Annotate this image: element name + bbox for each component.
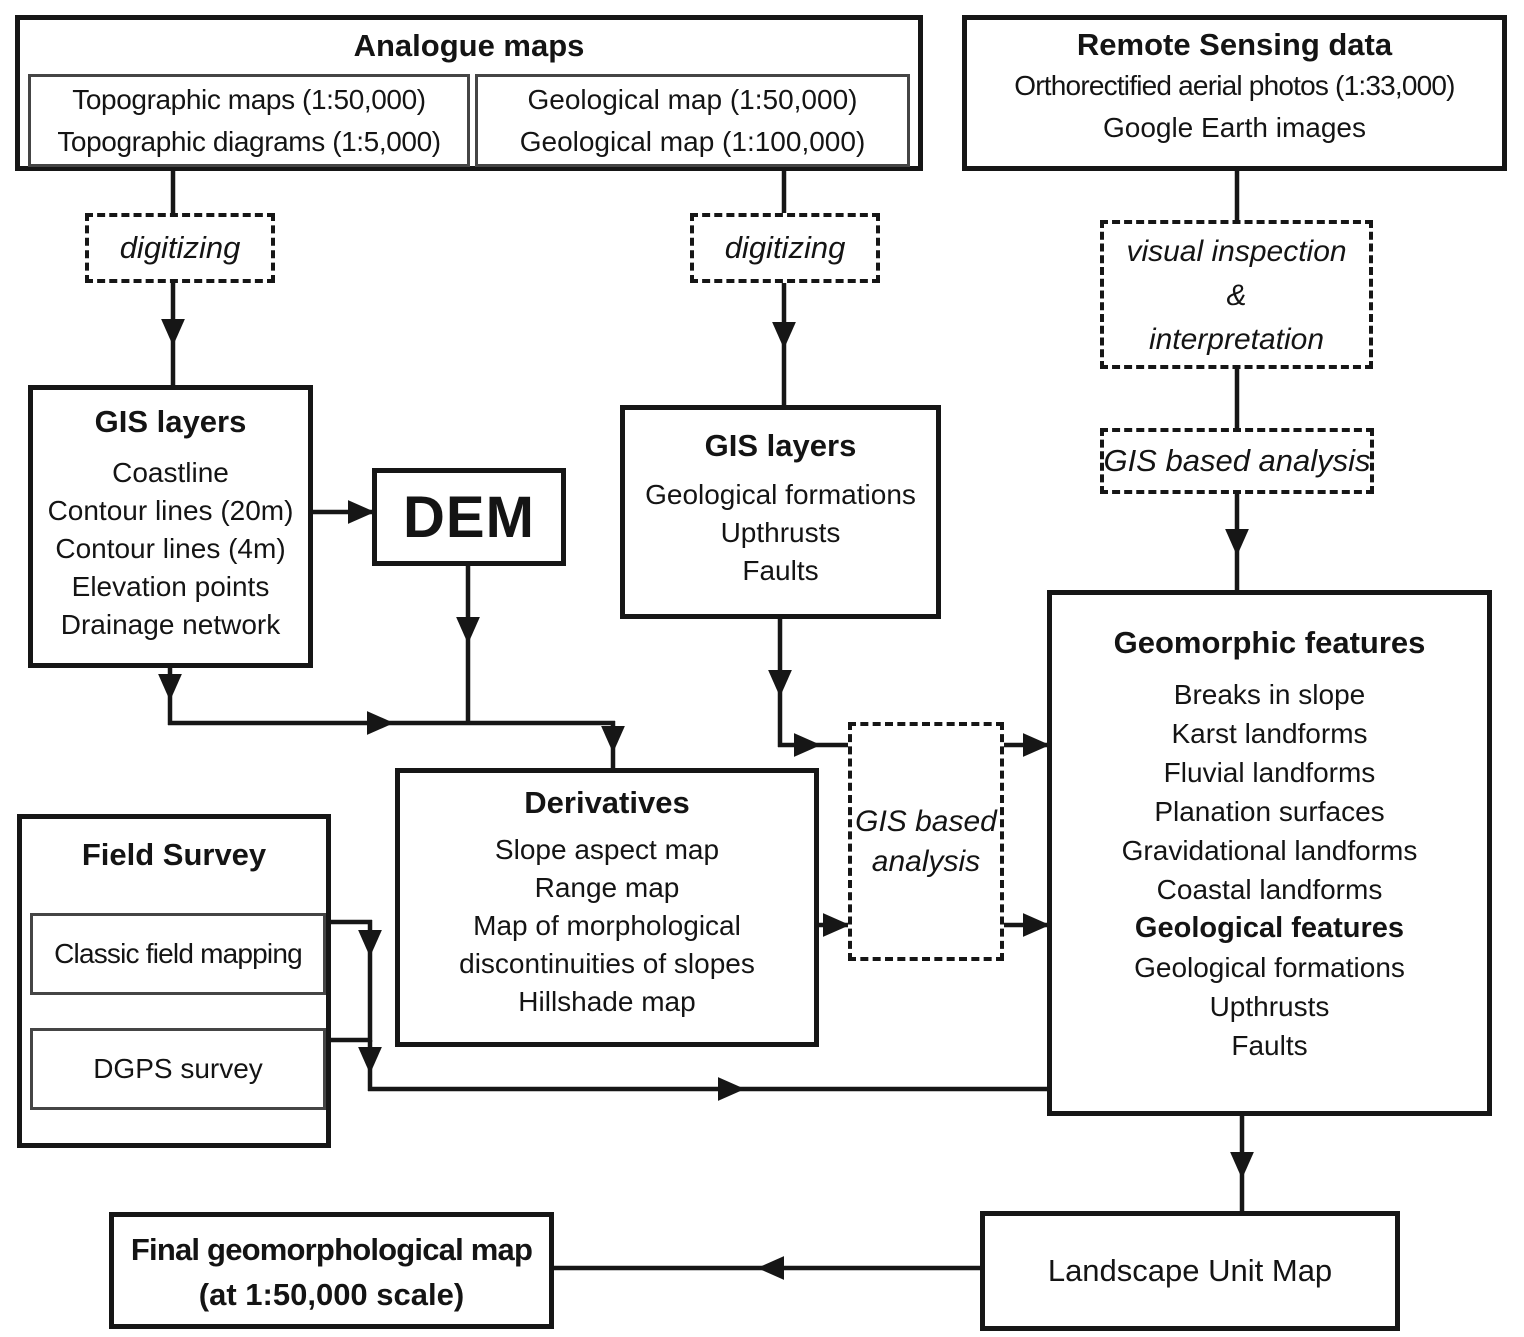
visual-inspection-line2: & [1226, 279, 1247, 312]
dem-label: DEM [403, 484, 535, 550]
geological-maps-subbox: Geological map (1:50,000) Geological map… [475, 74, 910, 167]
classic-field-mapping-label: Classic field mapping [54, 938, 303, 969]
feature-karst-landforms: Karst landforms [1171, 718, 1368, 749]
dgps-survey-subbox: DGPS survey [30, 1028, 326, 1110]
analogue-maps-title: Analogue maps [353, 28, 585, 63]
layer-geological-formations: Geological formations [645, 479, 916, 510]
geological-map-100k-line: Geological map (1:100,000) [519, 126, 866, 157]
analogue-maps-box: Analogue maps Topographic maps (1:50,000… [15, 15, 923, 171]
digitizing-right-box: digitizing [690, 213, 880, 283]
landscape-unit-map-label: Landscape Unit Map [1047, 1253, 1333, 1288]
gis-based-analysis-right-box: GIS based analysis [1100, 428, 1374, 494]
geological-map-50k-line: Geological map (1:50,000) [527, 84, 858, 115]
feature-planation-surfaces: Planation surfaces [1154, 796, 1385, 827]
aerial-photos-line: Orthorectified aerial photos (1:33,000) [1014, 70, 1455, 101]
digitizing-right-label: digitizing [724, 230, 846, 265]
geological-features-subtitle: Geological features [1134, 912, 1405, 944]
layer-coastline: Coastline [112, 457, 229, 488]
digitizing-left-box: digitizing [85, 213, 275, 283]
feature-gravidational-landforms: Gravidational landforms [1121, 835, 1418, 866]
geomorphic-features-box: Geomorphic features Breaks in slope Kars… [1047, 590, 1492, 1116]
derivative-hillshade: Hillshade map [518, 986, 696, 1017]
gis-layers-middle-box: GIS layers Geological formations Upthrus… [620, 405, 941, 619]
feature-geological-formations: Geological formations [1134, 952, 1405, 983]
layer-faults: Faults [742, 555, 819, 586]
topographic-maps-subbox: Topographic maps (1:50,000) Topographic … [28, 74, 470, 167]
layer-upthrusts: Upthrusts [720, 517, 841, 548]
gis-layers-middle-title: GIS layers [704, 428, 857, 463]
feature-coastal-landforms: Coastal landforms [1156, 874, 1383, 905]
final-map-line2: (at 1:50,000 scale) [198, 1277, 465, 1312]
visual-inspection-line3: interpretation [1148, 323, 1325, 356]
final-map-line1: Final geomorphological map [130, 1232, 533, 1267]
visual-inspection-line1: visual inspection [1126, 235, 1347, 268]
dem-box: DEM [372, 468, 566, 566]
landscape-unit-map-box: Landscape Unit Map [980, 1211, 1400, 1331]
derivative-slope-aspect: Slope aspect map [494, 834, 720, 865]
feature-upthrusts: Upthrusts [1209, 991, 1330, 1022]
connector-gislayers-to-derivatives [158, 665, 625, 772]
topographic-maps-line: Topographic maps (1:50,000) [72, 84, 426, 115]
feature-breaks-in-slope: Breaks in slope [1173, 679, 1366, 710]
classic-field-mapping-subbox: Classic field mapping [30, 913, 326, 995]
gis-layers-left-title: GIS layers [94, 404, 247, 439]
gis-based-analysis-right-label: GIS based analysis [1103, 443, 1371, 478]
remote-sensing-box: Remote Sensing data Orthorectified aeria… [962, 15, 1507, 171]
gis-based-analysis-middle-box: GIS based analysis [848, 722, 1004, 961]
feature-faults: Faults [1231, 1030, 1308, 1061]
field-survey-box: Field Survey Classic field mapping DGPS … [17, 814, 331, 1148]
layer-contour-4m: Contour lines (4m) [55, 533, 286, 564]
gis-layers-left-box: GIS layers Coastline Contour lines (20m)… [28, 385, 313, 668]
topographic-diagrams-line: Topographic diagrams (1:5,000) [57, 126, 441, 157]
visual-inspection-box: visual inspection & interpretation [1100, 220, 1373, 369]
layer-contour-20m: Contour lines (20m) [47, 495, 294, 526]
gis-based-analysis-middle-label: GIS based analysis [855, 804, 997, 878]
derivative-morphological-discontinuities: Map of morphological discontinuities of … [459, 910, 755, 979]
derivatives-title: Derivatives [524, 785, 690, 820]
feature-fluvial-landforms: Fluvial landforms [1163, 757, 1376, 788]
dgps-survey-label: DGPS survey [93, 1053, 263, 1084]
derivatives-box: Derivatives Slope aspect map Range map M… [395, 768, 819, 1047]
layer-elevation-points: Elevation points [71, 571, 270, 602]
layer-drainage-network: Drainage network [60, 609, 281, 640]
digitizing-left-label: digitizing [119, 230, 241, 265]
connector-gismiddle-to-geomorphic [768, 616, 1050, 757]
derivative-range-map: Range map [534, 872, 680, 903]
google-earth-line: Google Earth images [1102, 112, 1367, 143]
geomorphic-features-title: Geomorphic features [1113, 625, 1426, 660]
field-survey-title: Field Survey [81, 837, 267, 872]
final-map-box: Final geomorphological map (at 1:50,000 … [109, 1212, 554, 1329]
remote-sensing-title: Remote Sensing data [1076, 27, 1393, 62]
